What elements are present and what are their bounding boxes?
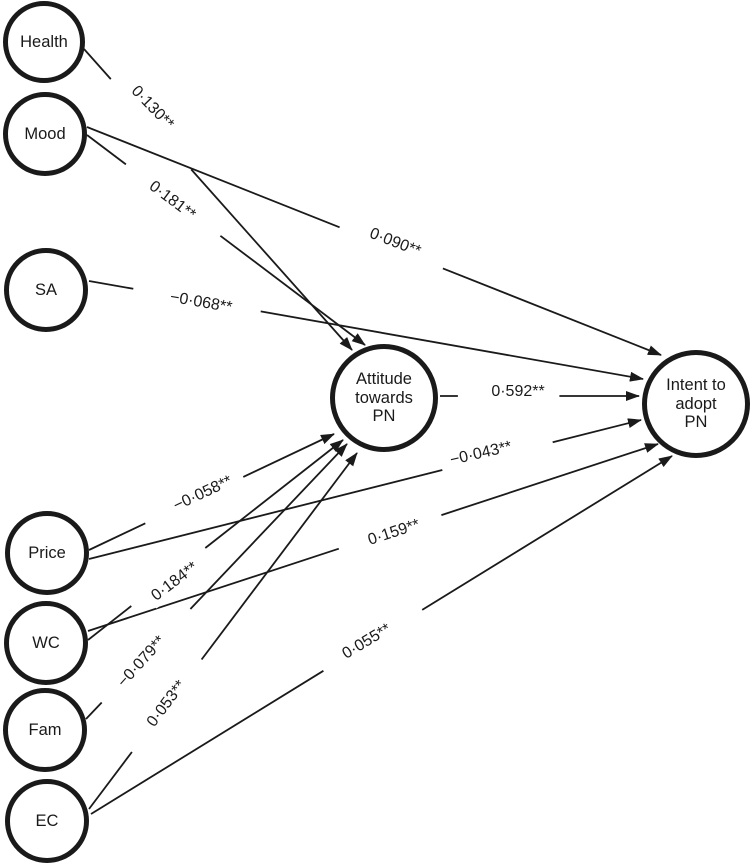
path-arrow-ec-to-attitude [200, 452, 358, 661]
path-arrow-mood-to-attitude [219, 235, 366, 346]
path-arrow-price-to-attitude [242, 433, 335, 478]
path-arrow-wc-to-attitude-stub [87, 605, 132, 641]
node-label-ec: EC [35, 811, 59, 830]
node-mood: Mood [3, 92, 87, 176]
path-arrow-price-to-attitude-stub [88, 522, 146, 551]
path-arrow-wc-to-attitude [204, 439, 344, 549]
coefficient-attitude-to-intent: 0·592** [487, 382, 549, 402]
path-arrow-fam-to-attitude-stub [85, 701, 103, 720]
node-label-attitude: Attitude towards PN [355, 369, 413, 426]
node-fam: Fam [3, 688, 87, 772]
path-arrow-mood-to-intent-stub [86, 126, 340, 229]
node-label-mood: Mood [24, 124, 66, 143]
node-label-health: Health [20, 32, 68, 51]
path-arrow-health-to-attitude [190, 168, 353, 351]
node-price: Price [5, 511, 89, 595]
node-intent: Intent to adopt PN [642, 350, 750, 458]
path-arrow-health-to-attitude-stub [83, 48, 112, 80]
path-arrow-ec-to-intent [421, 455, 673, 611]
node-sa: SA [4, 248, 88, 332]
node-health: Health [3, 1, 85, 83]
node-label-price: Price [28, 543, 66, 562]
path-arrow-wc-to-intent [441, 443, 659, 516]
node-ec: EC [5, 779, 89, 863]
node-label-intent: Intent to adopt PN [666, 375, 726, 432]
node-label-sa: SA [34, 280, 57, 299]
node-label-wc: WC [32, 633, 60, 652]
path-arrow-ec-to-attitude-stub [88, 751, 133, 810]
path-arrow-price-to-intent-stub [88, 469, 443, 560]
path-arrow-ec-to-intent-stub [90, 670, 324, 815]
node-label-fam: Fam [28, 720, 62, 739]
path-arrow-wc-to-intent-stub [87, 547, 340, 632]
path-arrow-sa-to-intent [260, 310, 644, 382]
node-attitude: Attitude towards PN [330, 344, 438, 452]
path-arrow-price-to-intent [552, 418, 642, 444]
path-arrow-mood-to-intent [442, 267, 662, 356]
path-arrow-sa-to-intent-stub [88, 280, 134, 290]
path-arrow-mood-to-attitude-stub [86, 134, 127, 166]
path-arrow-fam-to-attitude [189, 443, 348, 610]
node-wc: WC [4, 601, 88, 685]
